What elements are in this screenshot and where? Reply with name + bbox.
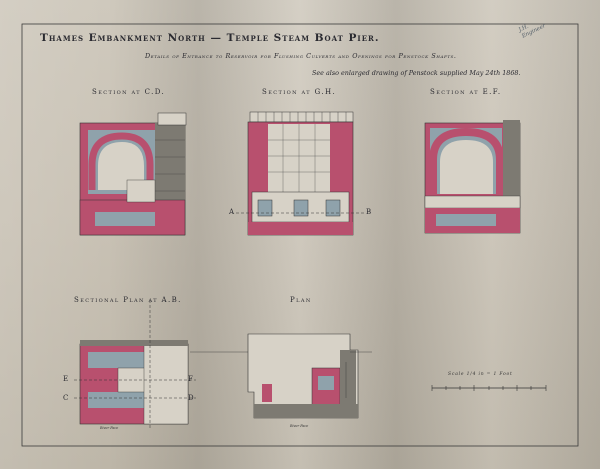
annotation-river-face-2: River Face	[290, 424, 309, 428]
marker-e: E	[63, 375, 69, 383]
label-section-ef: Section at E.F.	[430, 88, 502, 96]
sheet-border	[21, 23, 579, 447]
drawing-subtitle: Details of Entrance to Reservoir for Flu…	[145, 52, 457, 60]
section-cd-drawing	[79, 112, 187, 236]
section-ef-drawing	[424, 120, 521, 234]
drawing-note: See also enlarged drawing of Penstock su…	[312, 69, 521, 77]
label-section-gh: Section at G.H.	[262, 88, 337, 96]
label-section-cd: Section at C.D.	[92, 88, 166, 96]
marker-a: A	[229, 208, 235, 216]
drawing-title: Thames Embankment North — Temple Steam B…	[40, 32, 380, 44]
marker-f: F	[188, 375, 193, 383]
annotation-river-face-1: River Face	[100, 426, 119, 430]
sectional-plan-ab-drawing	[74, 300, 270, 428]
plan-drawing	[247, 333, 372, 419]
section-gh-drawing	[236, 111, 364, 236]
scale-label: Scale 1/4 in = 1 Foot	[448, 372, 513, 377]
scale-bar	[431, 385, 547, 391]
marker-c: C	[63, 394, 69, 402]
marker-b: B	[366, 208, 372, 216]
label-plan: Plan	[290, 296, 312, 304]
marker-d: D	[188, 394, 194, 402]
label-sectional-plan-ab: Sectional Plan at A.B.	[74, 296, 182, 304]
